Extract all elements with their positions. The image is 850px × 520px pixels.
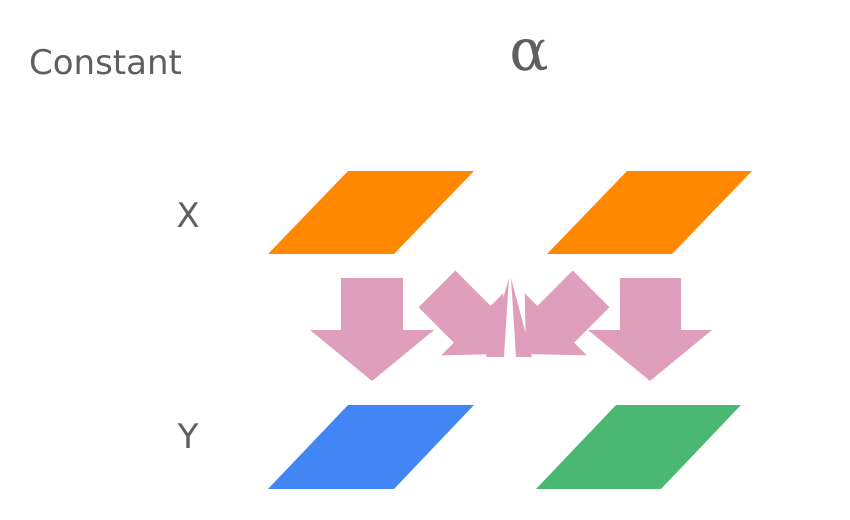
diagonal-arrow-right bbox=[524, 270, 610, 356]
constant-label: Constant bbox=[29, 43, 182, 83]
y-row-label: Y bbox=[177, 417, 199, 457]
y-right-parallelogram bbox=[536, 405, 741, 489]
alpha-symbol: α bbox=[509, 16, 548, 84]
y-left-parallelogram bbox=[268, 405, 474, 489]
down-arrow-right bbox=[588, 278, 712, 381]
center-wedge-left bbox=[486, 278, 509, 357]
diagonal-arrow-left bbox=[418, 270, 504, 356]
down-arrow-left bbox=[310, 278, 434, 381]
x-row-label: X bbox=[176, 196, 199, 236]
x-left-parallelogram bbox=[268, 171, 474, 254]
center-wedge-right bbox=[511, 278, 532, 357]
x-right-parallelogram bbox=[547, 171, 752, 254]
